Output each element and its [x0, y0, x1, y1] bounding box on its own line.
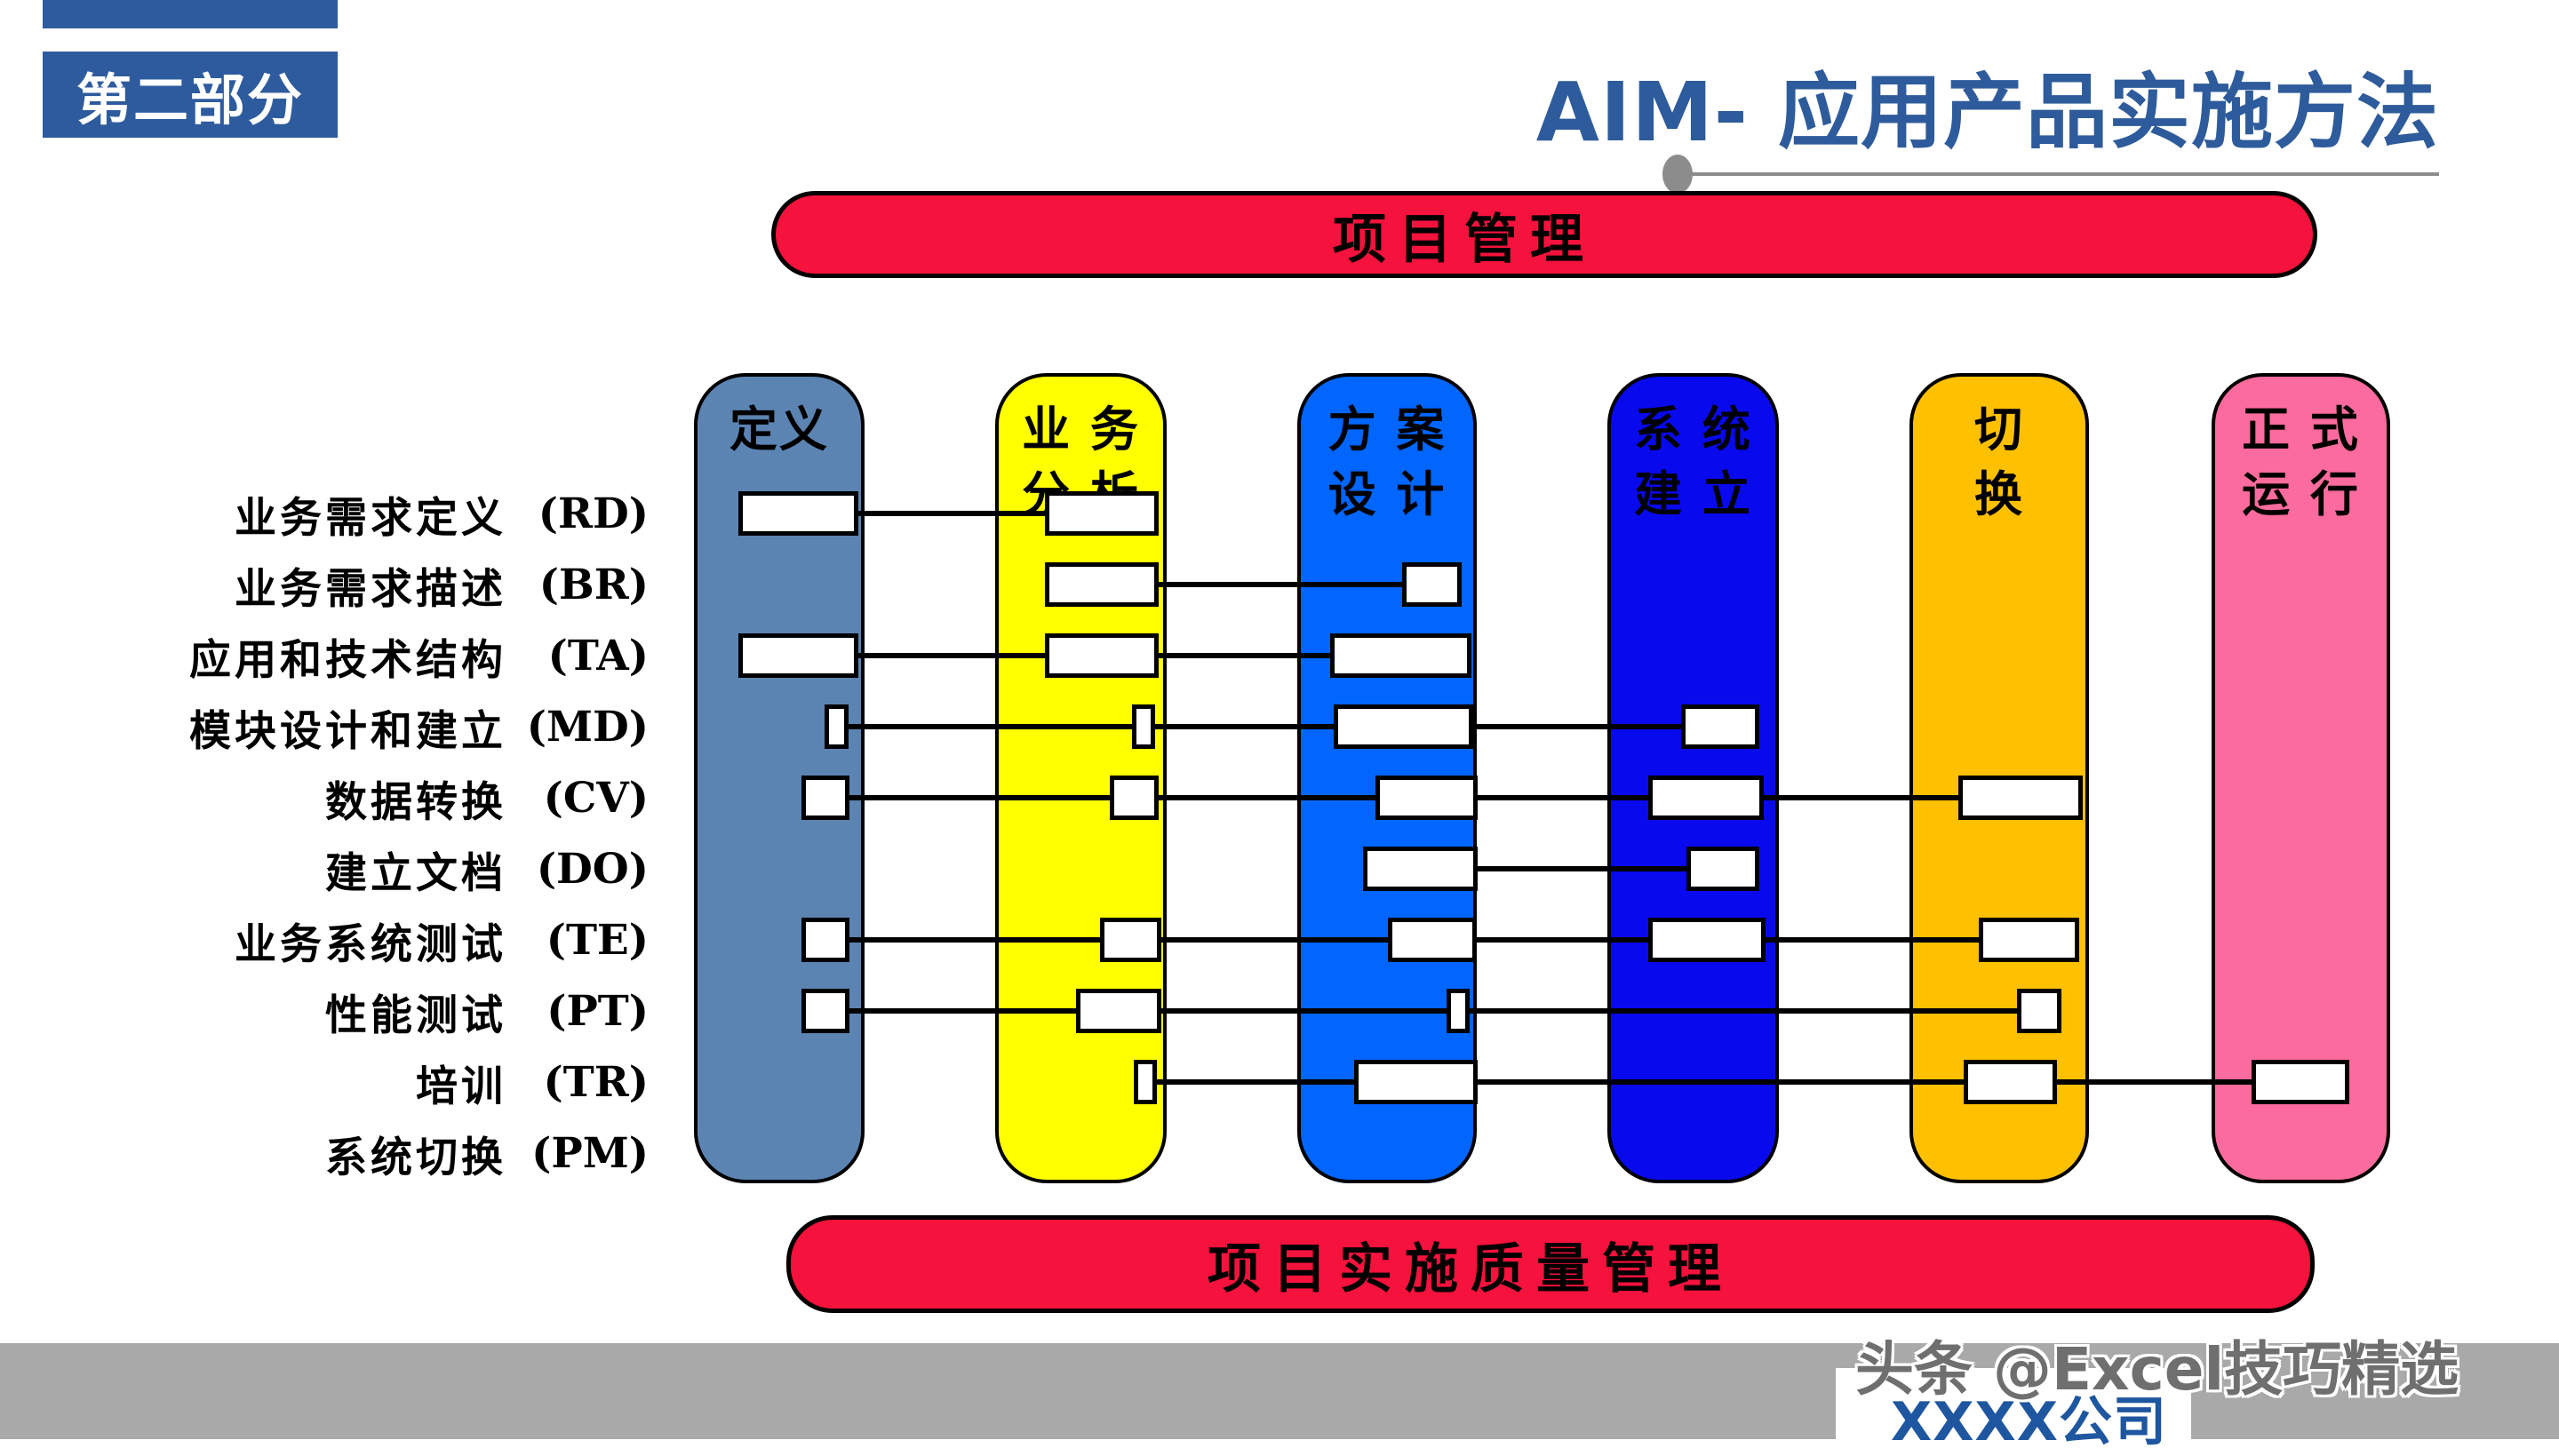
task-code: (MD): [526, 702, 649, 752]
part-label-box: 第二部分: [43, 52, 338, 138]
task-code: (TA): [547, 631, 649, 680]
task-name: 建立文档: [325, 848, 506, 898]
task-name: 业务需求描述: [235, 564, 506, 614]
task-activity-box: [738, 633, 858, 678]
task-label-row: 培训 (TR): [84, 1055, 649, 1111]
task-activity-box: [1375, 776, 1478, 820]
task-activity-box: [2252, 1060, 2349, 1104]
task-activity-box: [1045, 633, 1159, 678]
task-activity-box: [1388, 918, 1477, 962]
phase-column-label-cutover: 切换: [1974, 402, 2024, 522]
task-activity-box: [1686, 847, 1759, 891]
task-label-row: 业务需求描述 (BR): [84, 558, 649, 614]
task-name: 数据转换: [325, 777, 506, 827]
task-label-row: 业务需求定义 (RD): [84, 487, 649, 543]
task-code: (DO): [536, 844, 649, 894]
task-activity-box: [1979, 918, 2079, 962]
task-label-row: 系统切换 (PM): [84, 1126, 649, 1182]
task-activity-box: [1100, 918, 1161, 962]
task-activity-box: [1110, 776, 1159, 820]
task-label-row: 业务系统测试 (TE): [84, 913, 649, 969]
task-code: (CV): [543, 773, 649, 823]
task-connector-line: [747, 511, 1150, 516]
quality-management-banner: 项目实施质量管理: [786, 1215, 2315, 1313]
header-accent-bar: [43, 0, 338, 28]
task-name: 系统切换: [325, 1133, 506, 1182]
task-activity-box: [825, 704, 849, 749]
task-activity-box: [1134, 1060, 1157, 1104]
task-connector-line: [1054, 582, 1453, 587]
task-name: 业务系统测试: [235, 919, 506, 969]
task-activity-box: [1402, 562, 1462, 607]
task-code: (PT): [546, 986, 649, 1036]
task-activity-box: [738, 491, 858, 536]
task-code: (RD): [538, 489, 649, 538]
task-activity-box: [1681, 704, 1759, 749]
task-activity-box: [1964, 1060, 2057, 1104]
task-name: 培训: [416, 1062, 506, 1111]
task-activity-box: [1648, 776, 1764, 820]
phase-column-label-build: 系 统建 立: [1634, 402, 1752, 522]
project-management-banner-label: 项目管理: [1333, 208, 1596, 271]
task-activity-box: [1354, 1060, 1478, 1104]
task-code: (PM): [531, 1128, 649, 1178]
task-connector-line: [810, 1008, 2053, 1014]
phase-column-label-design: 方 案设 计: [1327, 402, 1447, 522]
watermark: 头条 @Excel技巧精选: [1855, 1335, 2459, 1404]
task-connector-line: [833, 724, 1750, 729]
task-name: 性能测试: [325, 991, 506, 1040]
task-activity-box: [1132, 704, 1155, 749]
quality-management-banner-label: 项目实施质量管理: [1208, 1237, 1734, 1301]
part-label: 第二部分: [76, 67, 304, 132]
task-label-row: 数据转换 (CV): [84, 771, 649, 827]
task-code: (TE): [546, 915, 649, 965]
project-management-banner: 项目管理: [771, 191, 2317, 278]
phase-column-label-define: 定义: [729, 402, 829, 457]
slide-title: AIM- 应用产品实施方法: [1535, 65, 2439, 160]
task-activity-box: [801, 989, 849, 1033]
task-activity-box: [1045, 562, 1159, 607]
task-label-row: 性能测试 (PT): [84, 984, 649, 1040]
task-activity-box: [1330, 633, 1471, 678]
task-activity-box: [1045, 491, 1159, 536]
title-rule-dot-icon: [1662, 155, 1693, 194]
task-label-row: 建立文档 (DO): [84, 842, 649, 898]
task-code: (TR): [543, 1057, 649, 1107]
task-name: 应用和技术结构: [189, 635, 506, 685]
task-label-row: 模块设计和建立 (MD): [84, 700, 649, 756]
task-activity-box: [1363, 847, 1478, 891]
task-activity-box: [2017, 989, 2061, 1033]
task-activity-box: [1958, 776, 2083, 820]
task-activity-box: [801, 776, 849, 820]
task-activity-box: [1648, 918, 1766, 962]
task-activity-box: [1076, 989, 1161, 1033]
task-name: 业务需求定义: [235, 493, 506, 543]
phase-column-label-production: 正 式运 行: [2242, 402, 2360, 522]
task-name: 模块设计和建立: [189, 706, 506, 756]
task-activity-box: [1447, 989, 1470, 1033]
task-code: (BR): [538, 560, 649, 609]
task-label-row: 应用和技术结构 (TA): [84, 629, 649, 685]
task-connector-line: [1372, 866, 1750, 871]
task-activity-box: [801, 918, 849, 962]
title-underline-rule: [1678, 172, 2439, 176]
footer-white-patch: [1836, 1368, 2191, 1439]
phase-column-production: 正 式运 行: [2212, 373, 2390, 1183]
task-connector-line: [1143, 1079, 2340, 1085]
task-activity-box: [1334, 704, 1473, 749]
